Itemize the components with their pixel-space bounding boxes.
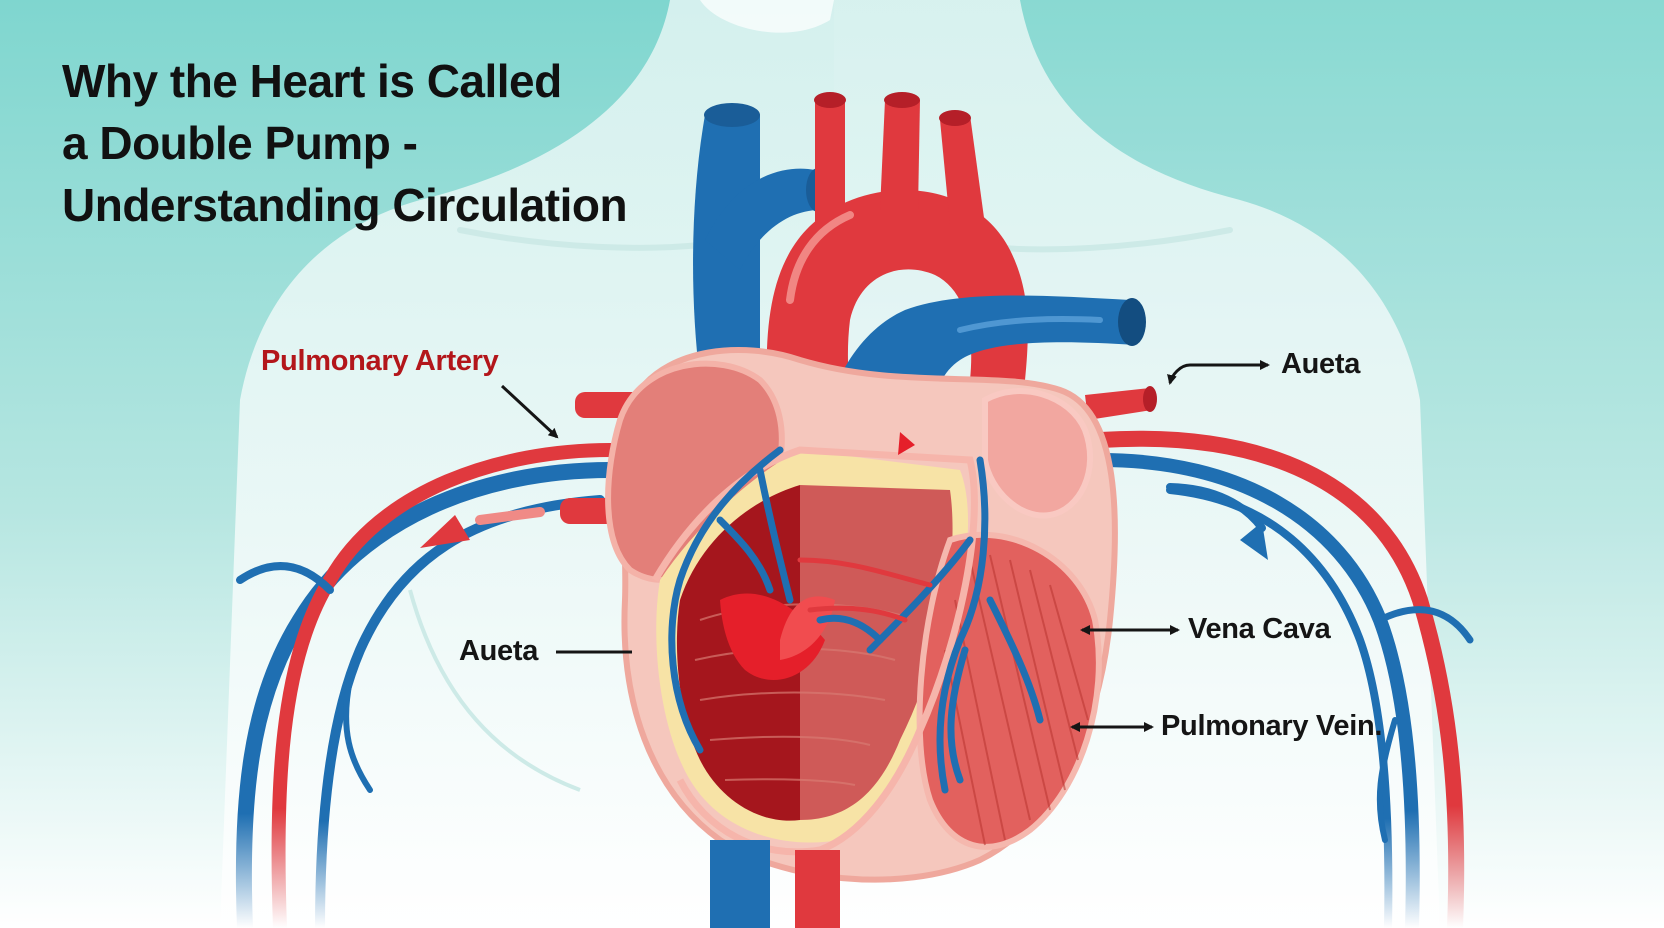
label-aueta-left: Aueta xyxy=(459,635,539,667)
descending-vessels xyxy=(710,840,840,928)
pointer-aueta-right xyxy=(1167,360,1270,385)
label-aueta-right: Aueta xyxy=(1281,348,1361,380)
heart-body xyxy=(605,347,1118,883)
label-pulmonary-vein: Pulmonary Vein. xyxy=(1161,710,1383,742)
pointer-pulmonary-artery xyxy=(500,384,559,439)
label-pulmonary-artery: Pulmonary Artery xyxy=(261,345,499,377)
flow-arrows xyxy=(420,483,1268,560)
label-vena-cava: Vena Cava xyxy=(1188,613,1331,645)
title-line-1: Why the Heart is Called xyxy=(62,55,562,107)
title-line-2: a Double Pump - xyxy=(62,117,418,169)
label-pointers xyxy=(500,360,1270,732)
title-line-3: Understanding Circulation xyxy=(62,179,628,231)
